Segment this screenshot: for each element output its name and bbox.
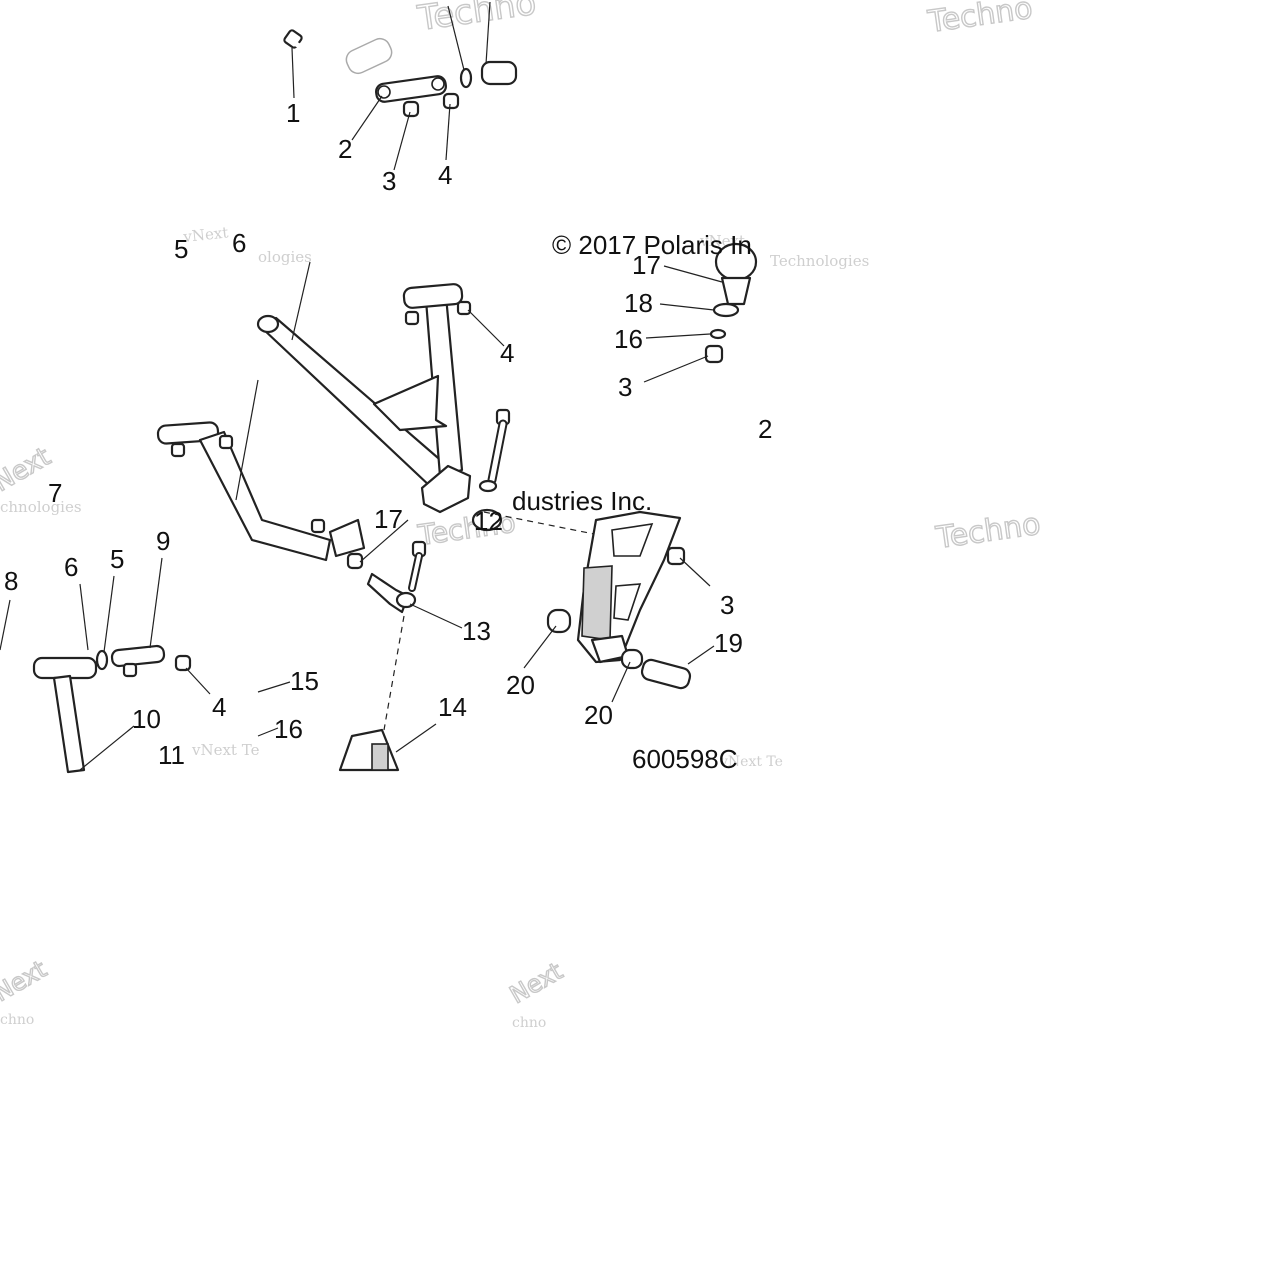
callout-2: 2 bbox=[758, 414, 772, 444]
callout-15: 15 bbox=[290, 666, 319, 696]
lower-pivot-group bbox=[32, 644, 192, 774]
upper-a-arm bbox=[256, 283, 472, 514]
callout-4: 4 bbox=[500, 338, 514, 368]
bolt-part bbox=[283, 29, 335, 67]
callout-3: 3 bbox=[382, 166, 396, 196]
callout-labels: 1 2 3 4 5 6 17 18 16 3 4 2 7 17 12 8 6 5… bbox=[4, 98, 772, 770]
callout-4: 4 bbox=[438, 160, 452, 190]
drawing-number: 600598C bbox=[632, 744, 738, 774]
bushing-part bbox=[480, 60, 518, 86]
copyright-text: © 2017 Polaris In bbox=[552, 230, 752, 260]
callout-12: 12 bbox=[474, 506, 503, 536]
alignment-lines bbox=[383, 511, 595, 731]
watermark-techno-mid-right: Techno bbox=[933, 507, 1042, 556]
watermark-vnext-left: vNext bbox=[182, 223, 230, 246]
washer-part bbox=[459, 67, 473, 89]
callout-10: 10 bbox=[132, 704, 161, 734]
watermark-vnext-te-right: vNext Te bbox=[719, 754, 783, 770]
callout-20: 20 bbox=[584, 700, 613, 730]
callout-4: 4 bbox=[212, 692, 226, 722]
watermark-techno-top-right: Techno bbox=[925, 0, 1034, 40]
watermark-chno-bottom-center: chno bbox=[512, 1015, 546, 1031]
callout-6: 6 bbox=[232, 228, 246, 258]
callout-7: 7 bbox=[48, 478, 62, 508]
callout-6: 6 bbox=[64, 552, 78, 582]
watermark-next-bottom-left: Next bbox=[0, 955, 51, 1007]
callout-18: 18 bbox=[624, 288, 653, 318]
watermark-technologies-right: Technologies bbox=[770, 252, 869, 270]
callout-5: 5 bbox=[110, 544, 124, 574]
callout-16: 16 bbox=[274, 714, 303, 744]
watermark-vnext-te-bottom: vNext Te bbox=[191, 741, 260, 759]
bracket-part bbox=[338, 728, 400, 772]
tie-rod-end-part bbox=[366, 540, 427, 614]
callout-3: 3 bbox=[720, 590, 734, 620]
watermark-chno-bottom-left: chno bbox=[0, 1012, 34, 1028]
callout-1: 1 bbox=[286, 98, 300, 128]
lower-a-arm bbox=[156, 421, 366, 570]
callout-17: 17 bbox=[632, 250, 661, 280]
nut-part bbox=[402, 92, 460, 118]
steering-knuckle bbox=[546, 510, 692, 690]
callout-17: 17 bbox=[374, 504, 403, 534]
callout-14: 14 bbox=[438, 692, 467, 722]
callout-2: 2 bbox=[338, 134, 352, 164]
watermark-next-bottom-center: Next bbox=[505, 957, 567, 1009]
callout-9: 9 bbox=[156, 526, 170, 556]
callout-5: 5 bbox=[174, 234, 188, 264]
callout-8: 8 bbox=[4, 566, 18, 596]
top-hardware-group bbox=[283, 29, 518, 118]
callout-16: 16 bbox=[614, 324, 643, 354]
bushing-part-ghost bbox=[345, 37, 393, 75]
watermark-ologies-left: ologies bbox=[258, 248, 312, 266]
ball-joint-group bbox=[704, 242, 758, 364]
callout-19: 19 bbox=[714, 628, 743, 658]
pivot-bolt-part bbox=[471, 408, 511, 532]
callout-13: 13 bbox=[462, 616, 491, 646]
watermark-techno-top: Techno bbox=[415, 0, 539, 39]
watermark-chnologies-left: chnologies bbox=[0, 498, 82, 516]
copyright-fragment: dustries Inc. bbox=[512, 486, 652, 516]
callout-11: 11 bbox=[158, 740, 185, 770]
pivot-tube-part bbox=[375, 75, 447, 103]
callout-20: 20 bbox=[506, 670, 535, 700]
callout-3: 3 bbox=[618, 372, 632, 402]
leader-lines bbox=[0, 1, 723, 771]
